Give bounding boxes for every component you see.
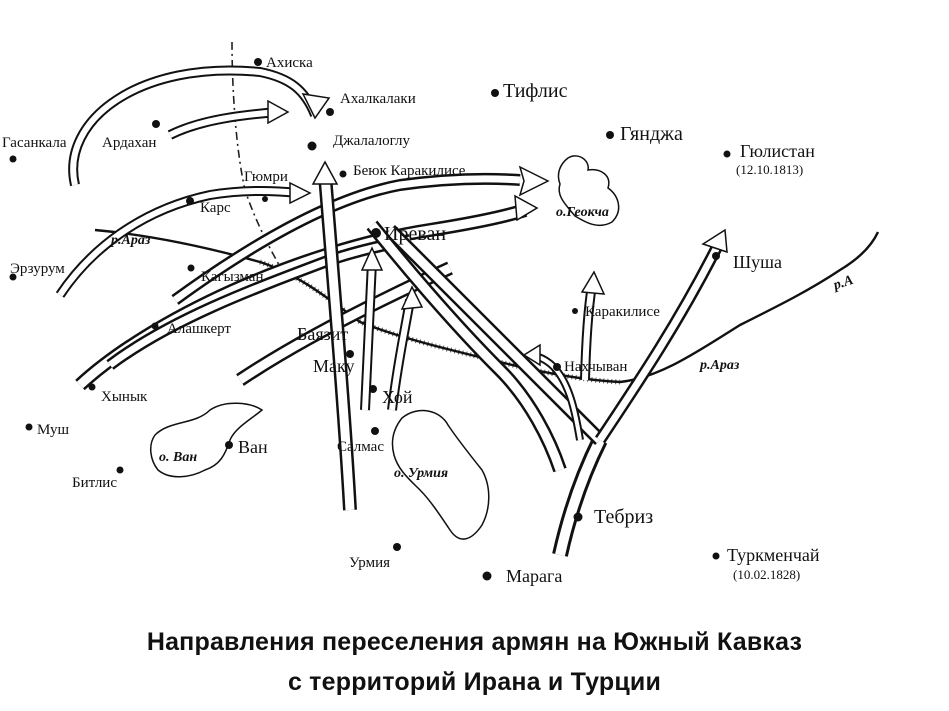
label-nakhchivan: Нахчыван [564, 359, 628, 375]
label-ardakhan: Ардахан [102, 135, 157, 151]
label-akhalkalaki: Ахалкалаки [340, 91, 416, 107]
label-gyumri: Гюмри [244, 169, 288, 185]
title-line-1: Направления переселения армян на Южный К… [146, 628, 803, 656]
label-jalaloglu: Джалалоглу [333, 133, 411, 149]
label-urmiya: Урмия [349, 555, 390, 571]
label-turkmenchay-date: (10.02.1828) [733, 567, 801, 582]
label-beyuk-karakilise: Беюк Каракилисе [353, 163, 466, 179]
label-maraga: Марага [506, 566, 563, 586]
label-tiflis: Тифлис [503, 80, 568, 102]
label-kagyzman: Кагызман [201, 269, 264, 285]
lake-van [150, 402, 264, 478]
title-line-2: с территорий Ирана и Турции [287, 668, 662, 696]
label-river-araz-west: р.Араз [111, 233, 151, 248]
label-gyulistan: Гюлистан [740, 141, 815, 161]
label-maku: Маку [313, 356, 355, 376]
label-lake-van: о. Ван [159, 450, 198, 465]
label-erzurum: Эрзурум [10, 261, 65, 277]
label-lake-geokcha: о.Геокча [556, 205, 609, 220]
label-karakilise: Каракилисе [585, 304, 660, 320]
label-bitlis: Битлис [72, 475, 117, 491]
city-dots [9, 58, 731, 581]
label-khynys: Хынык [101, 389, 148, 405]
label-akhiska: Ахиска [266, 55, 313, 71]
label-tebriz: Тебриз [594, 506, 654, 528]
label-shusha: Шуша [733, 252, 783, 272]
state-border [231, 41, 286, 276]
label-gasankala: Гасанкала [2, 135, 67, 151]
label-kars: Карс [200, 200, 231, 216]
label-alashkert: Алашкерт [167, 321, 231, 337]
label-turkmenchay: Туркменчай [727, 545, 820, 565]
label-ganja: Гянджа [620, 123, 683, 145]
migration-arrows [55, 65, 728, 557]
label-lake-urmiya: о. Урмия [394, 466, 449, 481]
label-van: Ван [238, 437, 268, 457]
label-river-araz-east: р.Араз [700, 358, 740, 373]
label-mush: Муш [37, 422, 70, 438]
label-bayazit: Баязит [297, 324, 349, 344]
label-khoy: Хой [382, 387, 413, 407]
label-gyulistan-date: (12.10.1813) [736, 162, 804, 177]
label-salmas: Салмас [337, 439, 384, 455]
lake-urmiya [391, 409, 490, 540]
label-irevan: Иреван [384, 223, 447, 245]
lake-geokcha [557, 155, 620, 227]
